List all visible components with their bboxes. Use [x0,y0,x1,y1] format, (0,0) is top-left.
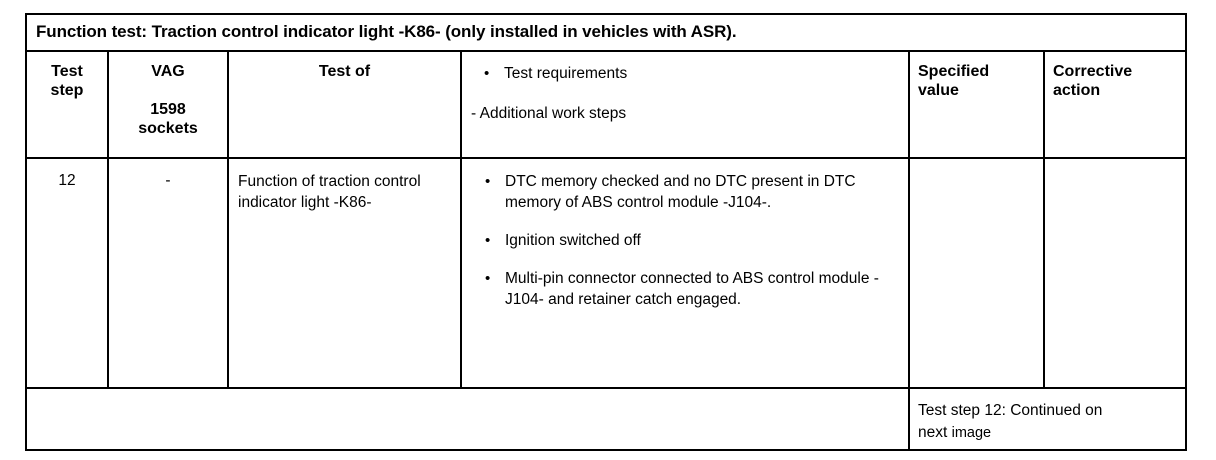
corrective-action-value [1045,159,1185,171]
header-vag-line2: 1598 [150,101,186,118]
bullet-icon: • [484,65,490,82]
header-test-of: Test of [318,63,371,80]
header-specified-value: Specified value [910,52,1043,100]
cell-test-step: 12 [25,157,109,389]
continuation-note-main: Test step 12: Continued on [918,402,1103,419]
bullet-icon: • [485,232,491,249]
table-title-row: Function test: Traction control indicato… [24,13,1188,52]
table-title-cell: Function test: Traction control indicato… [24,13,1188,52]
header-cell-test-step: Test step [25,50,109,159]
header-requirements-dash-text: - Additional work steps [471,105,627,122]
list-item: • DTC memory checked and no DTC present … [462,171,900,213]
continuation-note-next: next [918,424,948,441]
function-test-table: Function test: Traction control indicato… [24,13,1188,451]
header-cell-test-of: Test of [227,50,462,159]
header-requirements-bullet-text: Test requirements [504,65,628,82]
header-specified-value-line2: value [918,82,959,99]
header-vag-line3: sockets [138,120,198,137]
header-test-step-line1: Test [51,63,83,80]
footer-cell-empty [25,387,910,451]
header-vag-sockets: VAG 1598 sockets [109,52,227,138]
header-cell-specified-value: Specified value [908,50,1045,159]
table-row: 12 - Function of traction control indica… [25,157,1188,389]
cell-test-of: Function of traction control indicator l… [227,157,462,389]
table-header-row: Test step VAG 1598 sockets Test of [25,50,1188,159]
cell-vag-socket: - [107,157,229,389]
cell-requirements: • DTC memory checked and no DTC present … [460,157,910,389]
continuation-note: Test step 12: Continued on next image [910,389,1185,444]
header-cell-vag-sockets: VAG 1598 sockets [107,50,229,159]
cell-specified-value [908,157,1045,389]
header-corrective-action: Corrective action [1045,52,1185,100]
header-corrective-action-line2: action [1053,82,1101,99]
table-footer-row: Test step 12: Continued on next image [25,387,1188,451]
list-item-text: DTC memory checked and no DTC present in… [505,173,856,211]
requirements-list-wrapper: • DTC memory checked and no DTC present … [462,159,908,310]
requirements-list: • DTC memory checked and no DTC present … [462,171,900,310]
vag-socket-value: - [165,172,171,189]
table-title: Function test: Traction control indicato… [36,22,737,41]
header-vag-line1: VAG [151,63,185,80]
bullet-icon: • [485,173,491,190]
list-item-text: Ignition switched off [505,232,641,249]
list-item: • Ignition switched off [462,230,900,251]
header-corrective-action-line1: Corrective [1053,63,1133,80]
header-requirements: • Test requirements - Additional work st… [462,52,908,123]
header-requirements-bullet-line: • Test requirements [462,64,908,83]
footer-cell-continuation: Test step 12: Continued on next image [907,387,1188,451]
header-cell-requirements: • Test requirements - Additional work st… [460,50,910,159]
header-specified-value-line1: Specified [918,63,990,80]
specified-value-value [910,159,1043,171]
test-of-value: Function of traction control indicator l… [238,173,421,211]
header-test-step: Test step [27,52,107,100]
cell-corrective-action [1042,157,1188,389]
list-item: • Multi-pin connector connected to ABS c… [462,268,900,310]
header-vag-spacer [109,81,227,100]
header-test-step-line2: step [50,82,84,99]
test-step-value: 12 [58,172,76,189]
continuation-note-image: image [951,425,992,441]
bullet-icon: • [485,270,491,287]
list-item-text: Multi-pin connector connected to ABS con… [505,270,879,308]
header-cell-corrective-action: Corrective action [1042,50,1188,159]
